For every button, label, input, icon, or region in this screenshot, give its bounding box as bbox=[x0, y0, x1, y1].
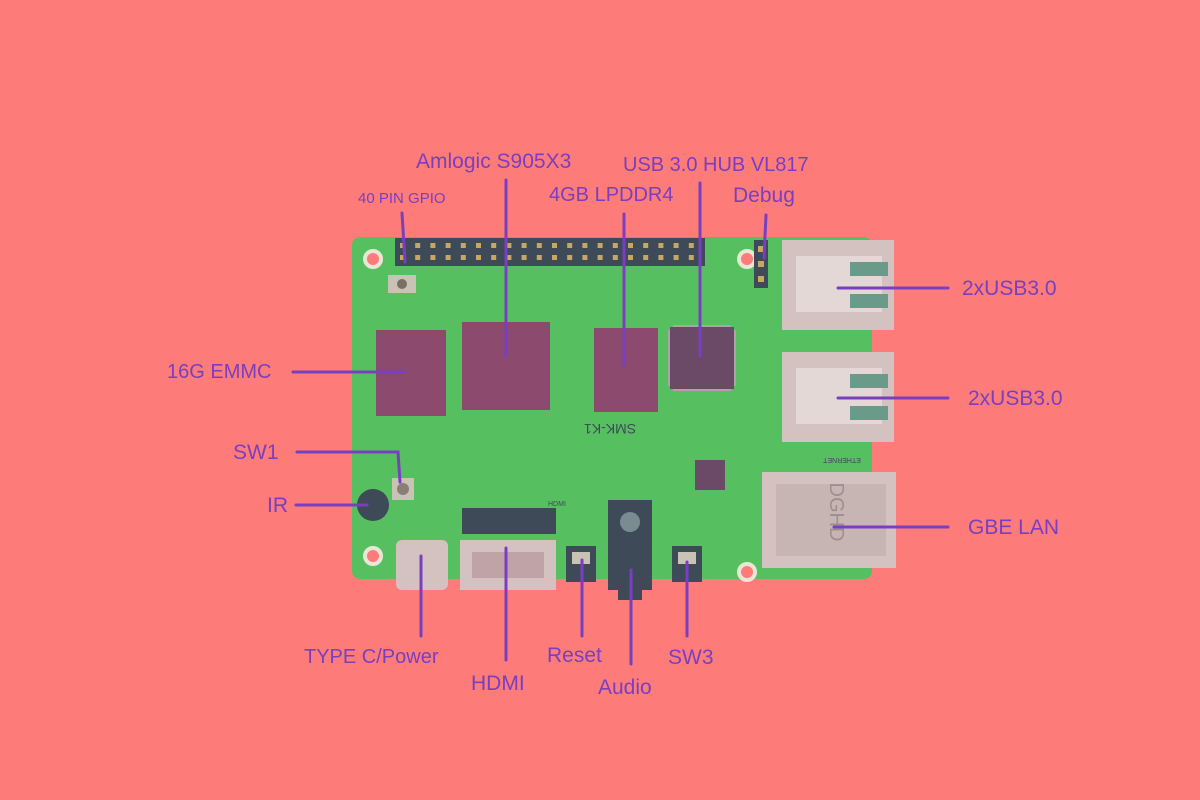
gpio-pin bbox=[612, 243, 618, 248]
gpio-pin bbox=[445, 243, 451, 248]
leader-debug bbox=[762, 213, 768, 260]
gpio-pin bbox=[536, 255, 542, 260]
usb-hub-chip bbox=[670, 327, 734, 389]
usb-hub-chip-pins bbox=[668, 325, 736, 391]
label-sw3: SW3 bbox=[668, 646, 714, 669]
label-typec: TYPE C/Power bbox=[304, 646, 439, 668]
label-sw1: SW1 bbox=[233, 441, 279, 464]
ir-receiver bbox=[357, 489, 389, 521]
gpio-pin bbox=[567, 243, 573, 248]
small-chip bbox=[695, 460, 725, 490]
gpio-pin bbox=[521, 243, 527, 248]
gpio-pin bbox=[643, 243, 649, 248]
gpio-pin bbox=[491, 255, 497, 260]
gpio-pin bbox=[430, 243, 436, 248]
label-audio: Audio bbox=[598, 676, 652, 699]
gpio-pin bbox=[688, 243, 694, 248]
gpio-pin bbox=[612, 255, 618, 260]
gpio-pin bbox=[628, 243, 633, 248]
gpio-pin bbox=[582, 255, 588, 260]
mount-hole-bottom-left bbox=[363, 546, 383, 566]
leader-lines bbox=[291, 178, 950, 666]
label-hdmi: HDMI bbox=[471, 672, 525, 695]
gpio-pin bbox=[552, 255, 557, 260]
gpio-pins bbox=[400, 243, 694, 260]
leader-gpio bbox=[400, 211, 407, 264]
gpio-pin bbox=[506, 243, 512, 248]
label-emmc: 16G EMMC bbox=[167, 361, 272, 383]
silk-model: SMK-K1 bbox=[584, 421, 636, 437]
hdmi-fpc-slot bbox=[462, 508, 556, 534]
gpio-header bbox=[395, 238, 705, 266]
label-gpio: 40 PIN GPIO bbox=[358, 190, 446, 207]
label-reset: Reset bbox=[547, 644, 602, 667]
label-usb-hub: USB 3.0 HUB VL817 bbox=[623, 154, 809, 176]
mounting-holes bbox=[363, 249, 757, 582]
gpio-pin bbox=[658, 255, 664, 260]
label-ir: IR bbox=[267, 494, 288, 517]
gpio-pin bbox=[628, 255, 633, 260]
silk-ethernet-mark: DGHD bbox=[825, 483, 847, 542]
gpio-pin bbox=[643, 255, 649, 260]
gpio-pin bbox=[552, 243, 557, 248]
mount-hole-top-right bbox=[737, 249, 757, 269]
gpio-pin bbox=[491, 243, 497, 248]
label-lan: GBE LAN bbox=[968, 516, 1060, 539]
gpio-pin bbox=[582, 243, 588, 248]
gpio-pin bbox=[430, 255, 436, 260]
label-usb-top: 2xUSB3.0 bbox=[962, 277, 1057, 300]
label-debug: Debug bbox=[733, 184, 795, 207]
gpio-pin bbox=[521, 255, 527, 260]
gpio-pin bbox=[688, 255, 694, 260]
gpio-pin bbox=[415, 243, 421, 248]
gpio-pin bbox=[476, 255, 481, 260]
gpio-pin bbox=[597, 255, 603, 260]
leader-sw1 bbox=[295, 450, 402, 484]
gpio-pin bbox=[567, 255, 573, 260]
silk-hdmi: HDMI bbox=[548, 501, 566, 508]
gpio-pin bbox=[445, 255, 451, 260]
gpio-pin bbox=[476, 243, 481, 248]
gpio-pin bbox=[536, 243, 542, 248]
gpio-pin bbox=[400, 255, 405, 260]
debug-pins bbox=[758, 246, 764, 282]
mount-hole-bottom-right bbox=[737, 562, 757, 582]
gpio-pin bbox=[506, 255, 512, 260]
gpio-pin bbox=[673, 255, 679, 260]
mount-hole-top-left bbox=[363, 249, 383, 269]
ram-chip bbox=[594, 328, 658, 412]
gpio-pin bbox=[658, 243, 664, 248]
silk-ethernet-sub: ETHERNET bbox=[822, 456, 860, 463]
gpio-pin bbox=[460, 243, 466, 248]
gpio-pin bbox=[597, 243, 603, 248]
gpio-pin bbox=[415, 255, 421, 260]
label-usb-bottom: 2xUSB3.0 bbox=[968, 387, 1063, 410]
label-ram: 4GB LPDDR4 bbox=[549, 184, 674, 206]
label-soc: Amlogic S905X3 bbox=[416, 150, 572, 173]
gpio-pin bbox=[460, 255, 466, 260]
gpio-pin bbox=[673, 243, 679, 248]
